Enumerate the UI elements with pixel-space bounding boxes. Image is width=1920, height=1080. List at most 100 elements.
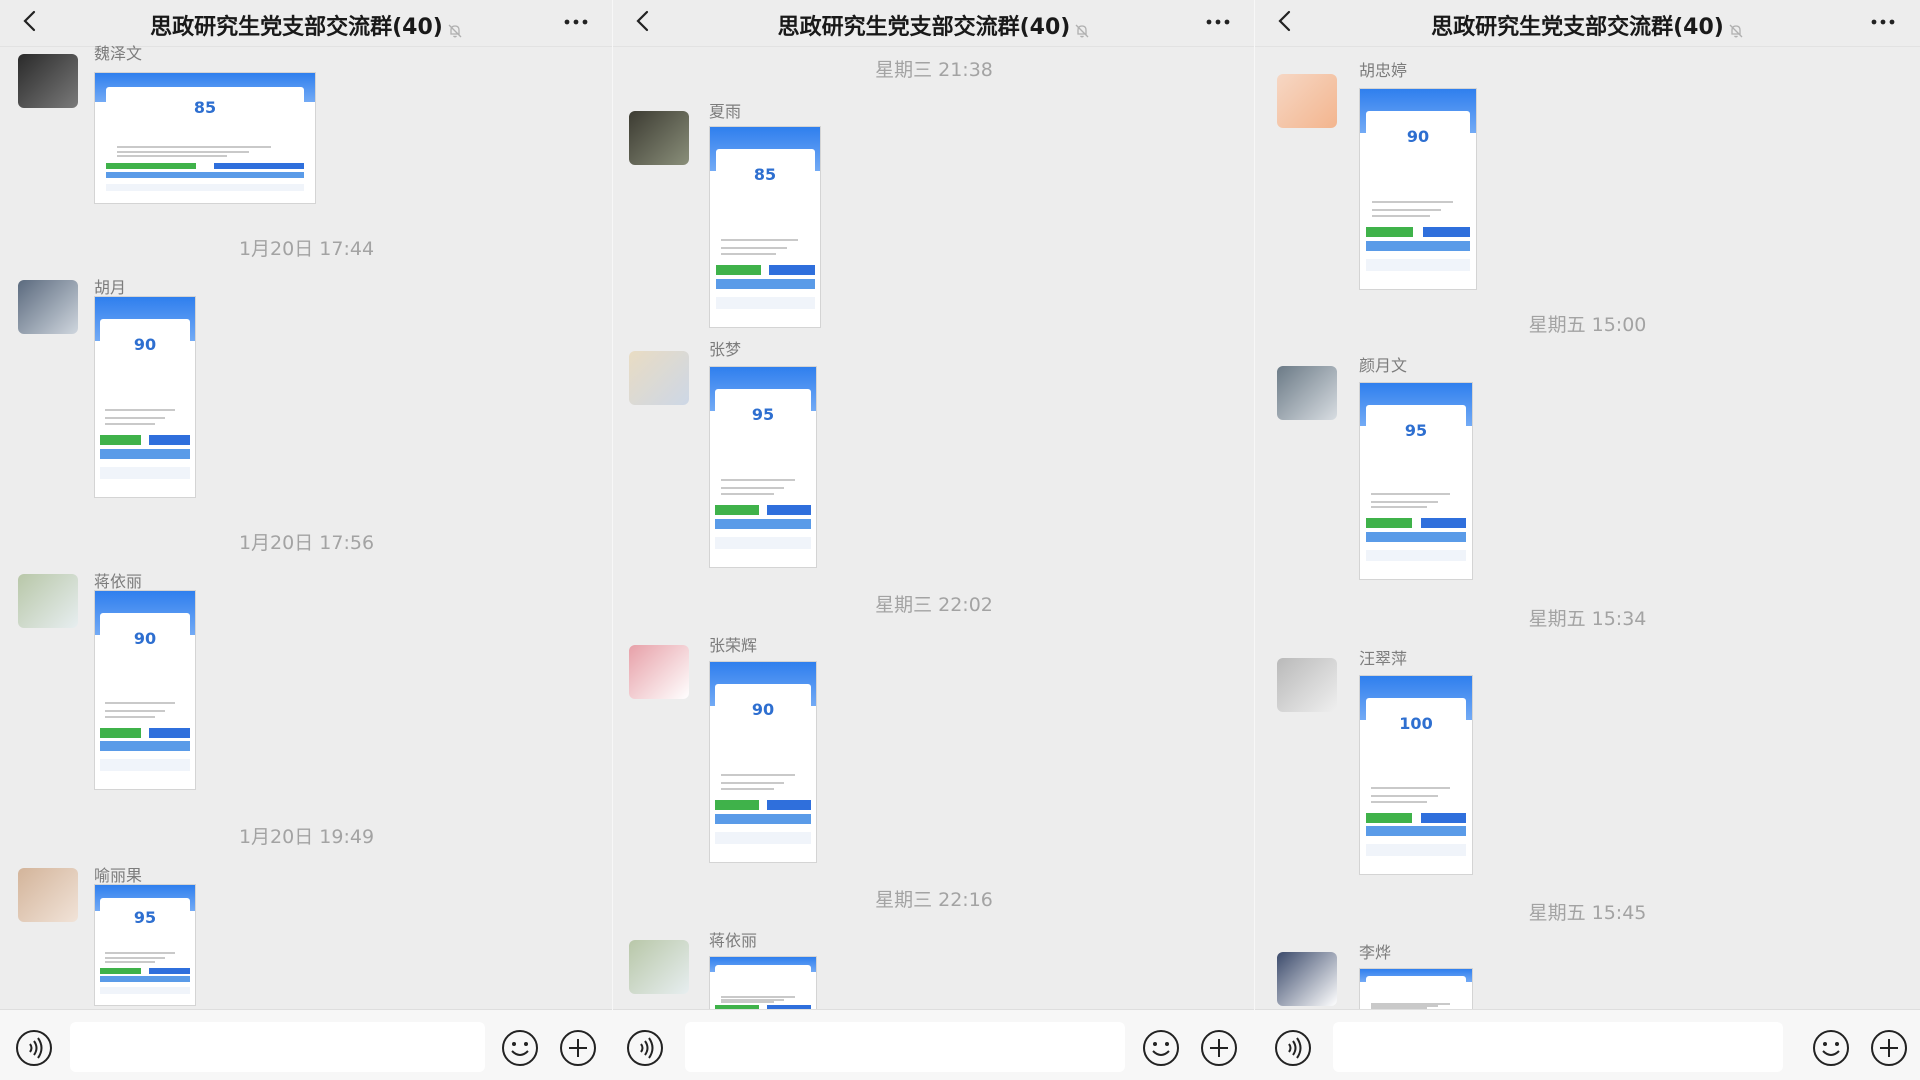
quiz-score: 90 [1406,127,1430,147]
thumbnail-share-button [715,265,761,275]
thumbnail-line [721,239,798,241]
thumbnail-line [105,701,175,704]
back-button[interactable] [1273,8,1299,34]
image-message[interactable]: 95 [709,366,817,568]
avatar[interactable] [1277,74,1337,128]
thumbnail-review-button [1365,531,1467,542]
thumbnail-card: 95 [715,389,811,463]
thumbnail-card: 90 [100,612,190,687]
more-button[interactable] [1868,10,1898,34]
avatar[interactable] [629,940,689,994]
avatar[interactable] [18,574,78,628]
chat-title-text: 思政研究生党支部交流群(40) [150,15,443,40]
thumbnail-line [117,154,227,157]
voice-button[interactable] [1273,1028,1313,1068]
message-input[interactable] [685,1022,1125,1072]
thumbnail-review-button [715,519,811,529]
avatar[interactable] [18,868,78,922]
bell-off-icon [447,20,463,38]
sender-name: 喻丽果 [94,866,143,885]
image-message[interactable]: 90 [94,590,196,790]
sender-name: 张梦 [709,340,742,359]
bell-off-icon [1074,20,1090,38]
chat-title: 思政研究生党支部交流群(40) [613,9,1255,41]
image-message[interactable]: 85 [709,126,821,328]
message-timestamp: 星期五 15:34 [1528,608,1647,630]
avatar[interactable] [1277,658,1337,712]
emoji-button[interactable] [1141,1028,1181,1068]
thumbnail-line [720,996,795,999]
thumbnail-card [1365,975,1467,998]
image-message[interactable]: 95 [94,884,196,1006]
chat-title: 思政研究生党支部交流群(40) [0,9,613,41]
thumbnail-share-button [1365,227,1414,237]
thumbnail-review-button [1365,241,1471,251]
back-button[interactable] [631,8,657,34]
thumbnail-line [1371,794,1439,797]
thumbnail-line [1371,1005,1439,1007]
thumbnail-result-button [769,265,815,275]
thumbnail-result-button [767,800,811,810]
avatar[interactable] [18,54,78,108]
quiz-score: 85 [193,97,217,117]
thumbnail-review-button [106,171,304,179]
message-input-bar [613,1009,1255,1080]
thumbnail-result-button [213,162,304,170]
emoji-button[interactable] [1811,1028,1851,1068]
thumbnail-line [1371,215,1430,217]
thumbnail-line [1371,1006,1428,1009]
thumbnail-line [721,253,776,255]
avatar[interactable] [1277,366,1337,420]
image-message[interactable]: 90 [1359,88,1477,290]
image-message[interactable]: 95 [1359,382,1473,580]
image-message[interactable]: 100 [1359,675,1473,875]
avatar[interactable] [18,280,78,334]
more-button[interactable] [561,10,591,34]
chat-header: 思政研究生党支部交流群(40) [613,0,1255,47]
sender-name: 张荣辉 [709,636,758,655]
message-input[interactable] [1333,1022,1783,1072]
message-timestamp: 星期五 15:00 [1528,314,1647,336]
quiz-score: 95 [751,405,775,425]
bell-off-icon [1728,20,1744,38]
message-timestamp: 1月20日 17:56 [238,532,375,554]
sender-name: 蒋依丽 [709,931,758,950]
thumbnail-card: 95 [1365,404,1467,478]
avatar[interactable] [629,645,689,699]
message-timestamp: 星期五 15:45 [1528,902,1647,924]
back-button[interactable] [18,8,44,34]
more-button[interactable] [1203,10,1233,34]
voice-button[interactable] [625,1028,665,1068]
plus-icon [560,1030,596,1066]
thumbnail-review-button [100,741,190,752]
message-input[interactable] [70,1022,485,1072]
quiz-score: 95 [133,907,157,927]
chat-header: 思政研究生党支部交流群(40) [1255,0,1920,47]
sender-name: 蒋依丽 [94,572,143,591]
thumbnail-line [105,715,155,718]
more-icon [1871,19,1895,25]
thumbnail-line [105,417,165,419]
emoji-button[interactable] [500,1028,540,1068]
emoji-icon [1143,1030,1179,1066]
thumbnail-review-button [100,449,190,459]
plus-button[interactable] [558,1028,598,1068]
thumbnail-result-button [767,1005,811,1009]
plus-button[interactable] [1199,1028,1239,1068]
image-message[interactable]: 90 [94,296,196,498]
thumbnail-footer [1365,549,1467,562]
sender-name: 魏泽文 [94,44,143,63]
image-message[interactable]: 90 [709,661,817,863]
avatar[interactable] [629,351,689,405]
thumbnail-result-button [1420,518,1467,529]
avatar[interactable] [629,111,689,165]
thumbnail-share-button [715,505,759,515]
thumbnail-line [1371,506,1428,509]
thumbnail-card: 90 [715,684,811,758]
image-message[interactable]: 85 [94,72,316,204]
thumbnail-footer [106,183,304,192]
plus-button[interactable] [1869,1028,1909,1068]
voice-button[interactable] [14,1028,54,1068]
avatar[interactable] [1277,952,1337,1006]
